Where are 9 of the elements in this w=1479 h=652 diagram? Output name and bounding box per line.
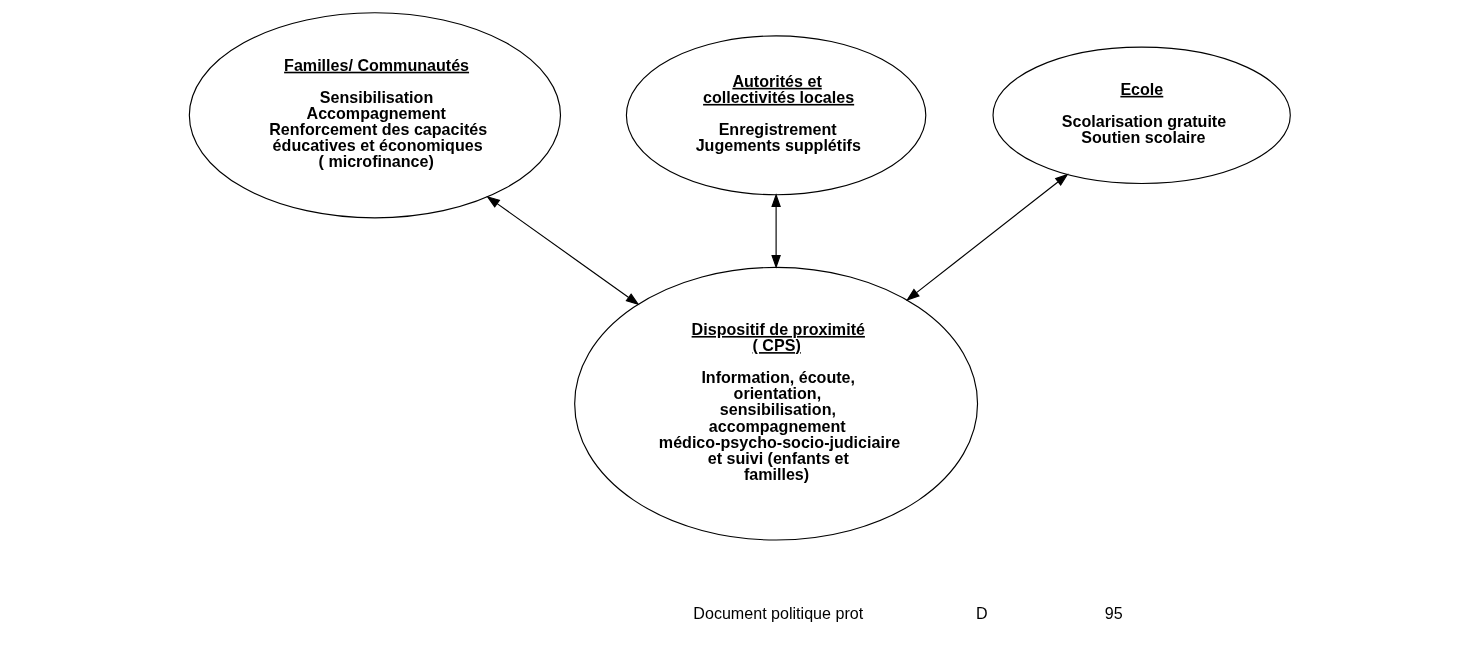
- arrow: [770, 193, 781, 269]
- label: D: [975, 603, 988, 622]
- arrow: [485, 195, 640, 306]
- node-ellipse: Autorités et collectivités locales Enregistrement Jugements supplétifs: [625, 35, 926, 196]
- label: 95: [1104, 603, 1123, 622]
- label: Document politique prot: [692, 603, 863, 622]
- node-ellipse: Dispositif de proximité ( CPS) Information, écoute, orientation, sensibilisation, accompagnement médico-psycho-socio-judiciaire et suivi (enfants et familles): [573, 266, 978, 541]
- node-ellipse: Familles/ Communautés Sensibilisation Accompagnement Renforcement des capacités éducatives et économiques ( microfinance): [188, 12, 561, 219]
- arrow: [905, 173, 1069, 301]
